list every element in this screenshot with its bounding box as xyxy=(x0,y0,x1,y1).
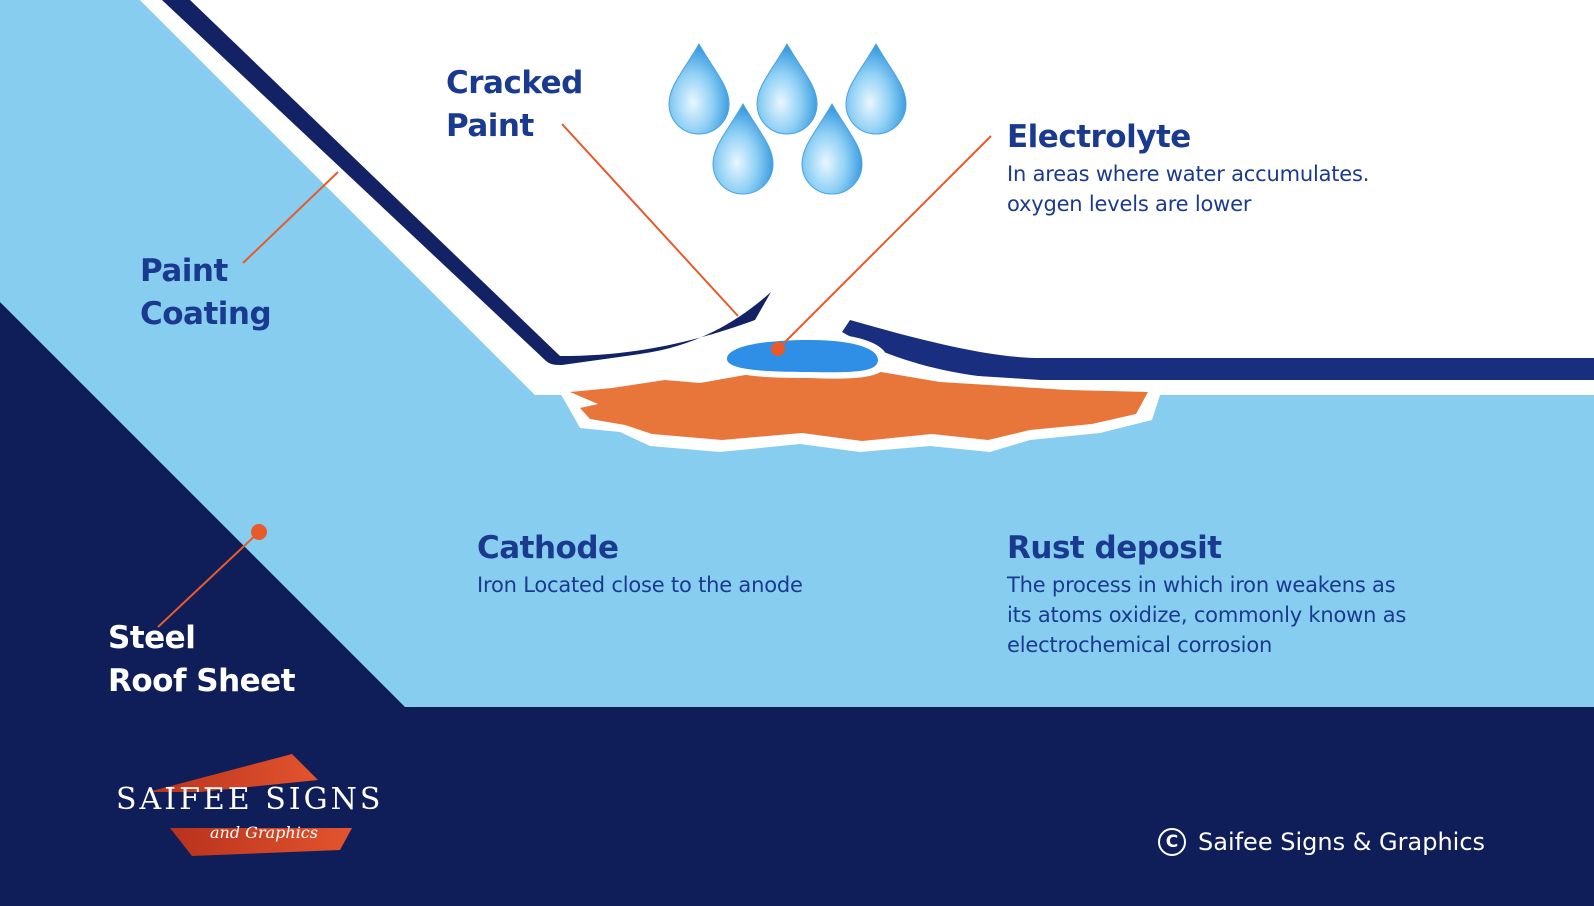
cathode-title: Cathode xyxy=(477,530,619,566)
label-steel-roof-sheet: Steel Roof Sheet xyxy=(108,617,296,703)
label-line: Paint xyxy=(140,253,228,289)
description-line: In areas where water accumulates. xyxy=(1007,162,1370,186)
label-electrolyte: Electrolyte In areas where water accumul… xyxy=(1007,116,1369,219)
leader-dot-electrolyte xyxy=(771,342,785,356)
description-line: electrochemical corrosion xyxy=(1007,633,1273,657)
water-drops xyxy=(668,42,907,195)
label-line: Paint xyxy=(446,108,534,144)
description-line: The process in which iron weakens as xyxy=(1007,573,1396,597)
water-drop xyxy=(756,42,818,135)
paint-coating-right xyxy=(842,320,1594,380)
electrolyte-description: In areas where water accumulates. oxygen… xyxy=(1007,159,1369,219)
logo-top-swoosh xyxy=(148,754,318,792)
leader-line-paint-coating xyxy=(242,171,339,264)
rust-deposit-title: Rust deposit xyxy=(1007,530,1222,566)
leader-dot-steel-roof xyxy=(251,524,267,540)
description-line: Iron Located close to the anode xyxy=(477,573,803,597)
water-drop xyxy=(712,102,774,195)
steel-roof-sheet-region xyxy=(0,302,1594,906)
copyright-text: Saifee Signs & Graphics xyxy=(1198,828,1486,856)
logo-sub-text: and Graphics xyxy=(210,823,318,842)
copyright-icon: C xyxy=(1158,828,1186,856)
logo-bottom-swoosh xyxy=(170,828,352,856)
cathode-description: Iron Located close to the anode xyxy=(477,570,803,600)
leader-line-cracked-paint xyxy=(561,123,739,317)
label-line: Cracked xyxy=(446,65,583,101)
copyright-notice: C Saifee Signs & Graphics xyxy=(1158,828,1485,856)
water-drop xyxy=(845,42,907,135)
logo-graphic xyxy=(148,754,352,856)
water-drop xyxy=(668,42,730,135)
label-line: Coating xyxy=(140,296,272,332)
paint-coating-left xyxy=(162,0,771,365)
label-cracked-paint: Cracked Paint xyxy=(446,62,583,148)
label-rust-deposit: Rust deposit The process in which iron w… xyxy=(1007,527,1406,660)
electrolyte-title: Electrolyte xyxy=(1007,119,1191,155)
leader-line-electrolyte xyxy=(777,135,992,350)
saifee-signs-logo: SAIFEE SIGNS and Graphics xyxy=(110,752,380,862)
description-line: its atoms oxidize, commonly known as xyxy=(1007,603,1407,627)
leader-line-steel-roof xyxy=(157,531,260,628)
description-line: oxygen levels are lower xyxy=(1007,192,1252,216)
rust-deposit xyxy=(570,371,1148,441)
label-line: Steel xyxy=(108,620,196,656)
water-drop xyxy=(801,102,863,195)
label-paint-coating: Paint Coating xyxy=(140,250,272,336)
label-cathode: Cathode Iron Located close to the anode xyxy=(477,527,803,600)
electrolyte-blob xyxy=(726,340,878,373)
white-gap xyxy=(140,0,555,395)
logo-main-text: SAIFEE SIGNS xyxy=(116,782,384,817)
label-line: Roof Sheet xyxy=(108,663,296,699)
rust-deposit-description: The process in which iron weakens as its… xyxy=(1007,570,1406,660)
